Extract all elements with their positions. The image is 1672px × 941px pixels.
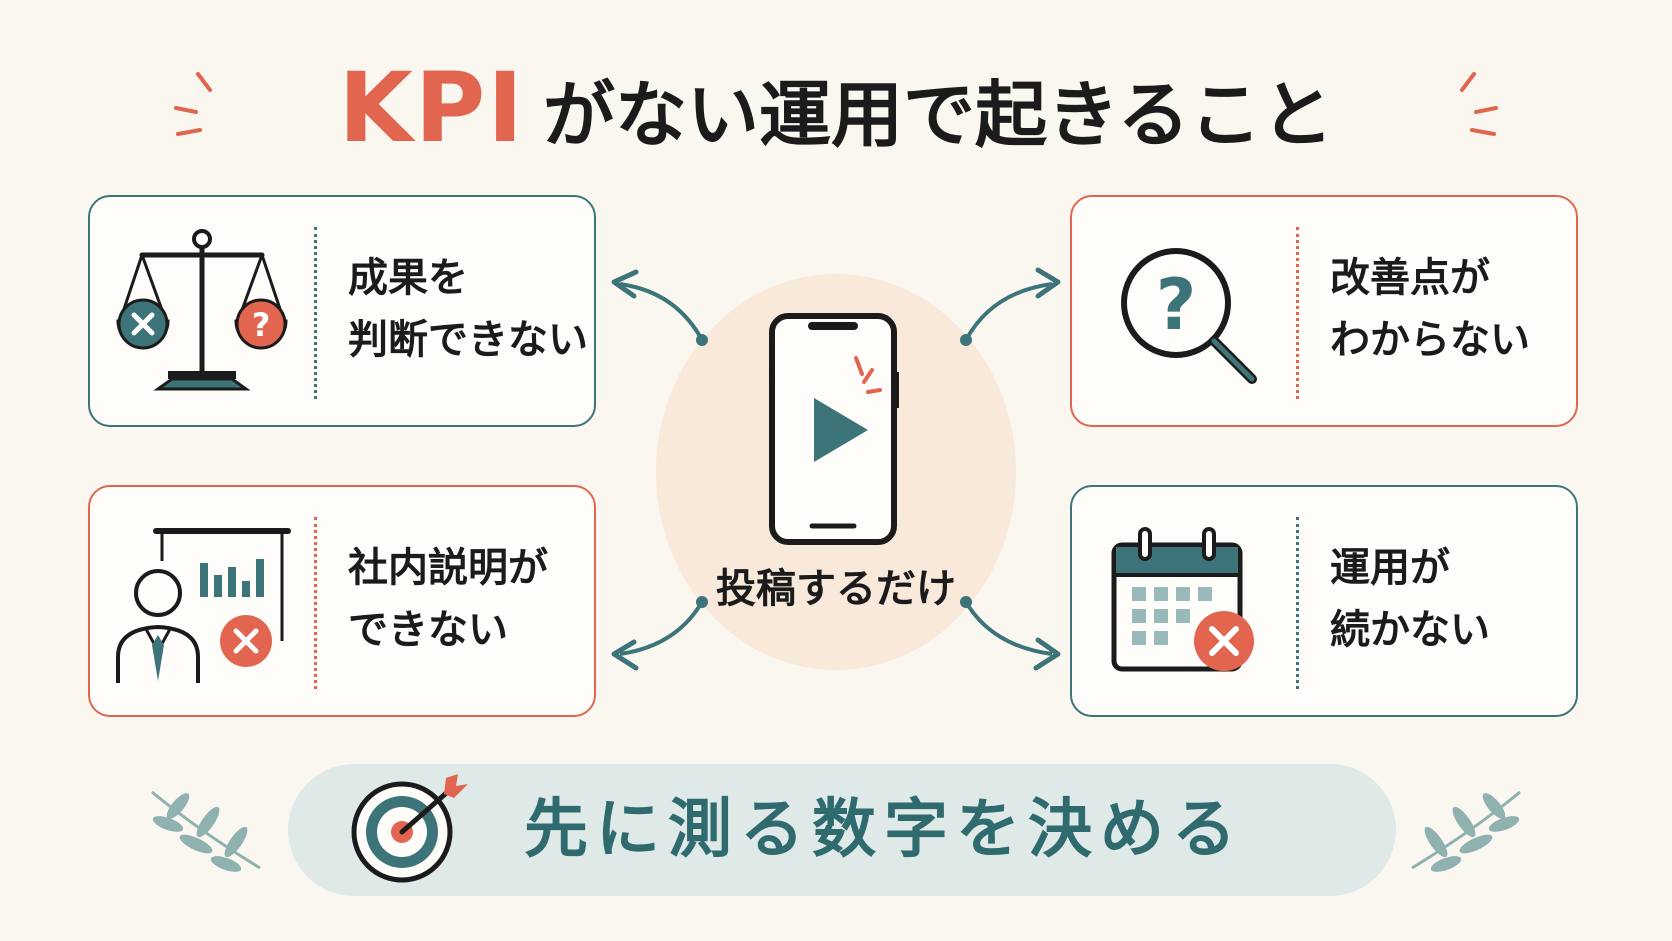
title-rest: がない運用で起きること [542, 72, 1334, 157]
card-divider [314, 227, 317, 399]
card-text-line2: 判断できない [348, 317, 588, 363]
card-operation-not-sustained: 運用が 続かない [1070, 485, 1578, 717]
card-text: 運用が 続かない [1330, 537, 1570, 661]
calendar-cancel-icon [1111, 527, 1254, 672]
right-burst-icon [1460, 72, 1498, 136]
card-text-line1: 成果を [348, 255, 468, 301]
card-cannot-judge-results: ? 成果を 判断できない [88, 195, 596, 427]
card-divider [1296, 227, 1299, 399]
card-unknown-improvements: ? 改善点が わからない [1070, 195, 1578, 427]
conclusion-banner: 先に測る数字を決める [288, 764, 1396, 896]
target-arrow-icon [351, 774, 468, 883]
arrow-to-bottom-left [611, 596, 708, 671]
arrow-to-top-left [611, 269, 708, 346]
card-text-line1: 運用が [1330, 545, 1450, 591]
card-cannot-explain-internally: 社内説明が できない [88, 485, 596, 717]
card-text-line2: できない [348, 607, 508, 653]
presenter-chart-icon [116, 528, 291, 683]
card-text-line2: わからない [1330, 317, 1530, 363]
card-text-line1: 改善点が [1330, 255, 1490, 301]
arrow-to-top-right [960, 267, 1061, 346]
banner-text: 先に測る数字を決める [524, 793, 1244, 867]
card-text: 改善点が わからない [1330, 247, 1570, 371]
card-text-line2: 続かない [1330, 607, 1490, 653]
arrow-to-bottom-right [960, 596, 1061, 671]
title-kpi: KPI [338, 52, 525, 164]
left-burst-icon [174, 72, 212, 136]
card-text: 社内説明が できない [348, 537, 588, 661]
scale-icon: ? [116, 229, 288, 391]
right-leaf-icon [1411, 790, 1521, 872]
card-divider [314, 517, 317, 689]
smartphone-play-icon [769, 313, 899, 545]
center-label: 投稿するだけ [716, 566, 956, 612]
svg-text:?: ? [1156, 264, 1197, 346]
card-text-line1: 社内説明が [348, 545, 548, 591]
left-leaf-icon [151, 790, 261, 872]
magnifier-question-icon: ? [1121, 248, 1257, 384]
card-text: 成果を 判断できない [348, 247, 588, 371]
svg-text:?: ? [252, 306, 271, 344]
card-divider [1296, 517, 1299, 689]
